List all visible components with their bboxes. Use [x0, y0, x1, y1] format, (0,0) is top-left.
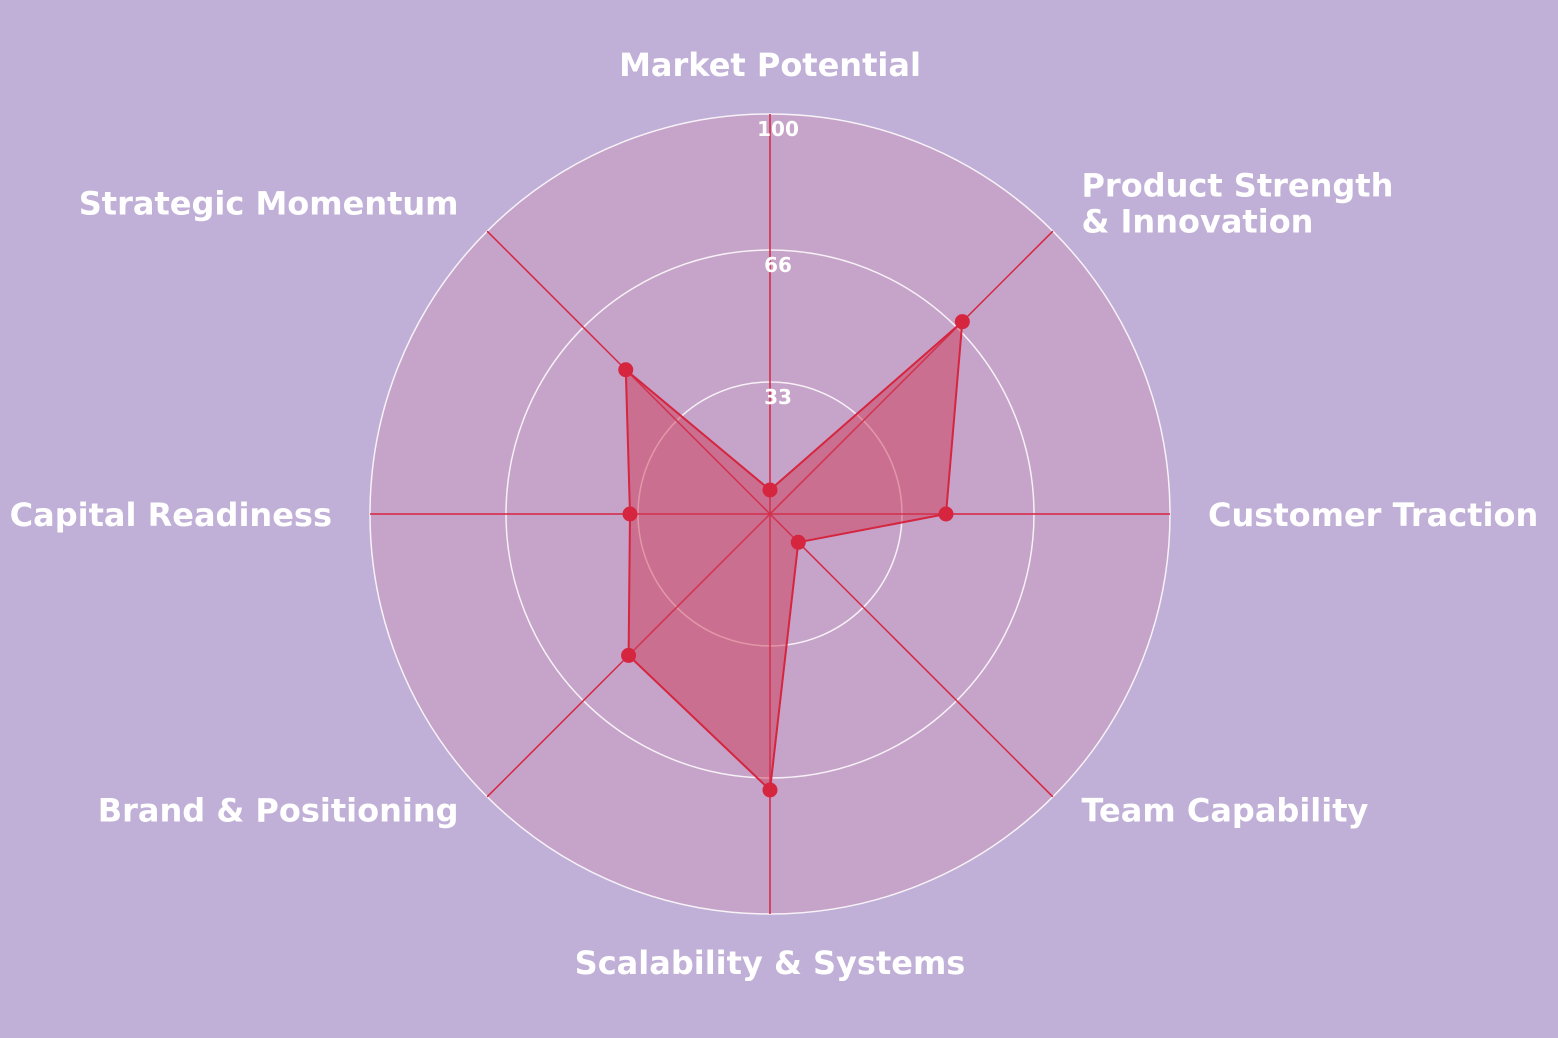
axis-label-8: Strategic Momentum — [79, 185, 459, 223]
data-point-4 — [790, 534, 806, 550]
axis-label-6: Brand & Positioning — [98, 791, 459, 829]
tick-label-66: 66 — [764, 253, 792, 277]
axis-label-4: Team Capability — [1081, 791, 1368, 829]
data-point-1 — [762, 482, 778, 498]
series-layer — [618, 314, 970, 798]
axis-label-line: Team Capability — [1081, 791, 1368, 829]
tick-label-100: 100 — [757, 117, 799, 141]
axis-label-line: Strategic Momentum — [79, 185, 459, 223]
axis-label-line: Scalability & Systems — [575, 944, 966, 982]
data-point-2 — [954, 314, 970, 330]
axis-label-2: Product Strength& Innovation — [1081, 167, 1393, 241]
axis-label-line: Product Strength — [1081, 167, 1393, 205]
data-point-6 — [621, 647, 637, 663]
axis-spoke-4 — [769, 513, 1054, 798]
data-point-3 — [938, 506, 954, 522]
axis-label-3: Customer Traction — [1208, 496, 1538, 534]
data-point-7 — [622, 506, 638, 522]
axis-label-line: & Innovation — [1081, 203, 1313, 241]
data-point-8 — [618, 362, 634, 378]
axis-label-7: Capital Readiness — [10, 496, 332, 534]
axis-label-1: Market Potential — [619, 46, 921, 84]
radial-tick-labels: 33 66 100 — [757, 117, 799, 409]
axis-label-line: Market Potential — [619, 46, 921, 84]
axis-label-line: Capital Readiness — [10, 496, 332, 534]
tick-label-33: 33 — [764, 385, 792, 409]
data-point-5 — [762, 782, 778, 798]
axis-label-5: Scalability & Systems — [575, 944, 966, 982]
axis-label-line: Customer Traction — [1208, 496, 1538, 534]
axis-label-line: Brand & Positioning — [98, 791, 459, 829]
